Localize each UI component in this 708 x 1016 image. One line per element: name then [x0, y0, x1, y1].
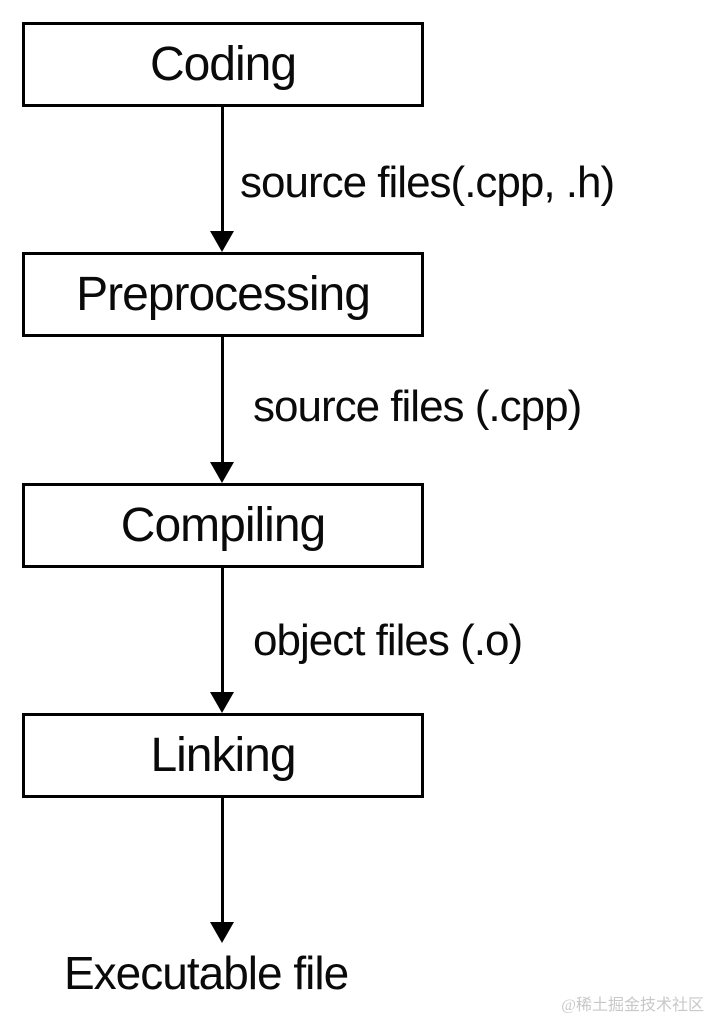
node-preprocessing: Preprocessing — [22, 252, 424, 337]
arrow-line-preprocessing-to-compiling — [221, 337, 224, 464]
arrow-down-icon — [210, 922, 234, 943]
arrow-line-linking-to-executable — [221, 798, 224, 924]
edge-label-object-files-o: object files (.o) — [253, 616, 523, 665]
arrow-line-coding-to-preprocessing — [221, 107, 224, 233]
edge-label-source-files-cpp-h: source files(.cpp, .h) — [240, 158, 615, 207]
arrow-down-icon — [210, 462, 234, 483]
node-linking: Linking — [22, 713, 424, 798]
arrow-down-icon — [210, 692, 234, 713]
watermark-text: @稀土掘金技术社区 — [561, 997, 704, 1014]
edge-label-source-files-cpp: source files (.cpp) — [253, 382, 582, 431]
arrow-down-icon — [210, 231, 234, 252]
node-compiling: Compiling — [22, 483, 424, 568]
node-coding: Coding — [22, 22, 424, 107]
end-label-executable-file: Executable file — [64, 947, 349, 999]
arrow-line-compiling-to-linking — [221, 568, 224, 694]
